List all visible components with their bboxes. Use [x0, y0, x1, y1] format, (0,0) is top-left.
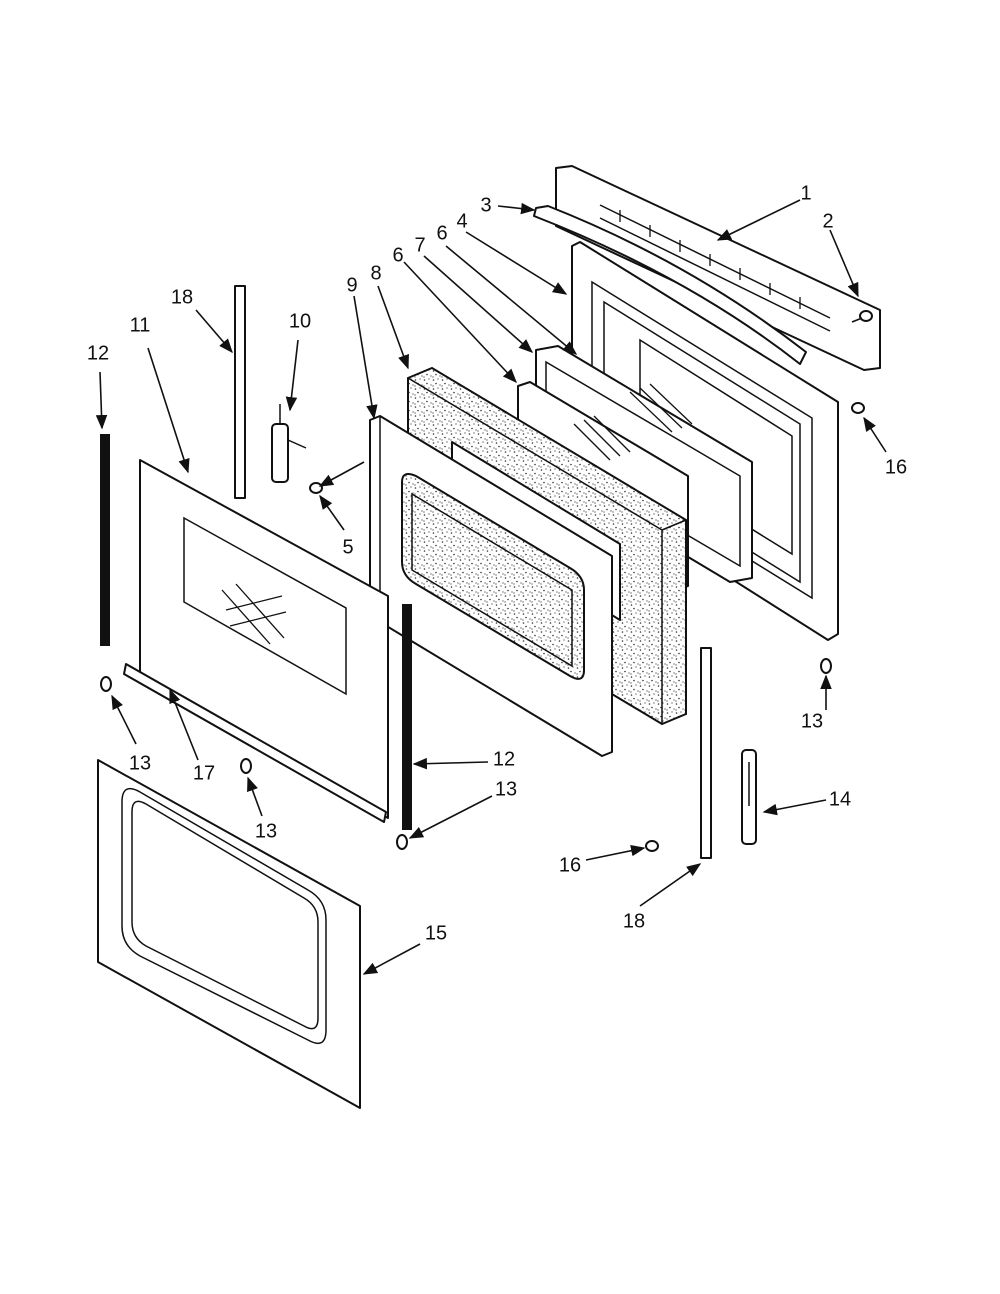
- callout-6: 6: [436, 222, 447, 244]
- door-gasket-left: [100, 434, 110, 646]
- door-hinge-left: [271, 404, 307, 483]
- callout-13: 13: [129, 752, 151, 774]
- screw-2: [851, 310, 873, 323]
- callout-4: 4: [456, 210, 467, 232]
- screw-13-center: [240, 758, 252, 774]
- callout-3: 3: [480, 194, 491, 216]
- door-bottom-strip: [123, 663, 387, 823]
- screw-13-left: [100, 676, 112, 692]
- callout-11: 11: [130, 314, 151, 336]
- screw-13-bottom: [396, 834, 408, 850]
- screw-13-right: [820, 658, 832, 674]
- callout-16: 16: [885, 456, 907, 478]
- callout-7: 7: [414, 234, 425, 256]
- callout-13: 13: [495, 778, 517, 800]
- control-panel-trim: [555, 165, 881, 371]
- callout-13: 13: [801, 710, 823, 732]
- callout-8: 8: [370, 262, 381, 284]
- callout-9: 9: [346, 274, 357, 296]
- screw-16-bottom: [645, 840, 659, 852]
- callout-6: 6: [392, 244, 403, 266]
- leader-lines: [95, 199, 887, 975]
- callout-12: 12: [87, 342, 109, 364]
- callout-17: 17: [193, 762, 215, 784]
- outer-door-panel: [97, 759, 361, 1109]
- callout-13: 13: [255, 820, 277, 842]
- screw-16-top: [851, 402, 865, 414]
- outer-door-glass: [139, 459, 389, 819]
- callout-labels: 1 2 3 4 6 7 6 8 9 10 18 11 12 16 5 13 13…: [87, 182, 907, 944]
- callout-15: 15: [425, 922, 447, 944]
- hinge-rod-right: [700, 647, 712, 859]
- screw-5: [309, 482, 323, 494]
- callout-10: 10: [289, 310, 311, 332]
- callout-1: 1: [800, 182, 811, 204]
- callout-14: 14: [829, 788, 851, 810]
- callout-12: 12: [493, 748, 515, 770]
- door-gasket-right: [402, 604, 412, 830]
- hinge-rod-left: [234, 285, 246, 499]
- callout-18: 18: [171, 286, 193, 308]
- callout-16: 16: [559, 854, 581, 876]
- callout-5: 5: [342, 536, 353, 558]
- callout-18: 18: [623, 910, 645, 932]
- door-top-trim: [533, 205, 807, 365]
- callout-2: 2: [822, 210, 833, 232]
- door-hinge-right: [741, 749, 757, 845]
